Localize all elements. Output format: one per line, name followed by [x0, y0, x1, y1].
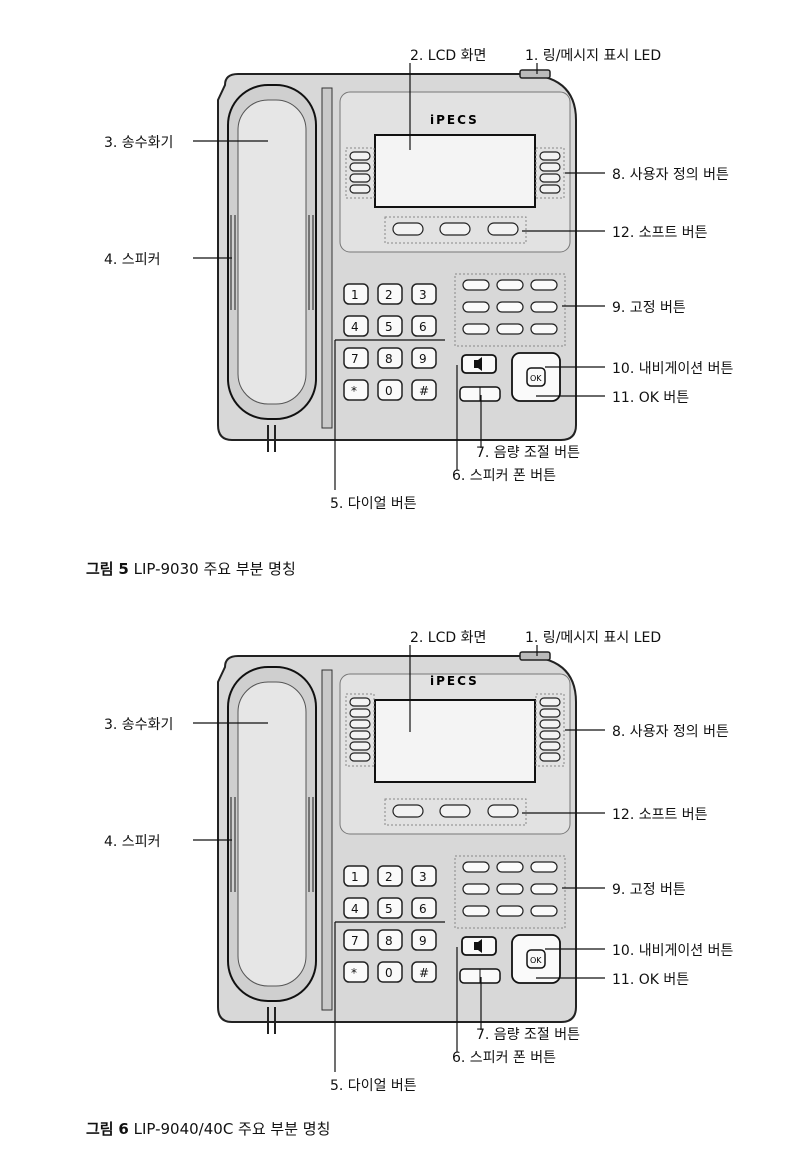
speaker-grille — [230, 797, 314, 892]
speaker-icon — [474, 357, 482, 371]
key-7: 7 — [351, 934, 359, 948]
cradle-divider — [321, 87, 333, 429]
key-9: 9 — [419, 934, 427, 948]
key-7: 7 — [351, 352, 359, 366]
label-lcd: 2. LCD 화면 — [410, 48, 487, 64]
key-4: 4 — [351, 320, 359, 334]
label-soft: 12. 소프트 버튼 — [612, 225, 708, 241]
key-5: 5 — [385, 320, 393, 334]
figure-caption: 그림 5 LIP-9030 주요 부분 명칭 — [86, 558, 296, 579]
label-dial: 5. 다이얼 버튼 — [330, 496, 417, 512]
figure-caption: 그림 6 LIP-9040/40C 주요 부분 명칭 — [86, 1118, 330, 1139]
label-dial: 5. 다이얼 버튼 — [330, 1078, 417, 1094]
cradle-divider — [321, 669, 333, 1011]
label-speaker: 4. 스피커 — [104, 834, 161, 850]
fixed-buttons[interactable] — [462, 861, 558, 917]
label-nav: 10. 내비게이션 버튼 — [612, 943, 734, 959]
ok-key-label: OK — [530, 374, 542, 383]
lcd-screen — [374, 134, 536, 208]
soft-buttons[interactable] — [392, 222, 519, 236]
label-userdef: 8. 사용자 정의 버튼 — [612, 167, 729, 183]
key-2: 2 — [385, 288, 393, 302]
lcd-screen — [374, 699, 536, 783]
key-3: 3 — [419, 870, 427, 884]
brand-logo: iPECS — [430, 674, 479, 688]
label-led: 1. 링/메시지 표시 LED — [525, 630, 662, 646]
key-6: 6 — [419, 902, 427, 916]
key-star: * — [351, 966, 357, 980]
ok-button[interactable] — [526, 949, 546, 969]
figure-lip-9040: 1 2 3 4 5 6 7 8 9 * 0 # — [0, 582, 800, 1138]
key-0: 0 — [385, 966, 393, 980]
caption-number: 5 — [118, 560, 129, 578]
key-3: 3 — [419, 288, 427, 302]
handset-inner — [237, 99, 307, 405]
label-fixed: 9. 고정 버튼 — [612, 882, 686, 898]
speaker-icon — [474, 939, 482, 953]
key-hash: # — [419, 384, 429, 398]
caption-text: LIP-9030 주요 부분 명칭 — [128, 560, 296, 578]
key-8: 8 — [385, 352, 393, 366]
speaker-grille — [230, 215, 314, 310]
key-2: 2 — [385, 870, 393, 884]
label-fixed: 9. 고정 버튼 — [612, 300, 686, 316]
leader-lines — [193, 645, 605, 1072]
label-ok: 11. OK 버튼 — [612, 390, 690, 406]
key-star: * — [351, 384, 357, 398]
label-handset: 3. 송수화기 — [104, 717, 174, 733]
handset-inner — [237, 681, 307, 987]
dial-keypad[interactable] — [343, 865, 437, 983]
label-speakerphone: 6. 스피커 폰 버튼 — [452, 468, 556, 484]
caption-prefix: 그림 — [86, 1120, 114, 1138]
label-ok: 11. OK 버튼 — [612, 972, 690, 988]
phone-diagram-lip-9040: 1 2 3 4 5 6 7 8 9 * 0 # — [193, 645, 605, 1072]
label-volume: 7. 음량 조절 버튼 — [476, 1027, 580, 1043]
label-speakerphone: 6. 스피커 폰 버튼 — [452, 1050, 556, 1066]
label-userdef: 8. 사용자 정의 버튼 — [612, 724, 729, 740]
dial-key-labels: 1 2 3 4 5 6 7 8 9 * 0 # — [351, 288, 429, 398]
key-hash: # — [419, 966, 429, 980]
user-defined-buttons-right[interactable] — [539, 697, 561, 762]
key-8: 8 — [385, 934, 393, 948]
key-1: 1 — [351, 870, 359, 884]
leader-lines — [193, 63, 605, 490]
label-volume: 7. 음량 조절 버튼 — [476, 445, 580, 461]
key-4: 4 — [351, 902, 359, 916]
key-0: 0 — [385, 384, 393, 398]
key-9: 9 — [419, 352, 427, 366]
key-1: 1 — [351, 288, 359, 302]
key-5: 5 — [385, 902, 393, 916]
ok-key-label: OK — [530, 956, 542, 965]
caption-text: LIP-9040/40C 주요 부분 명칭 — [128, 1120, 331, 1138]
brand-logo: iPECS — [430, 113, 479, 127]
ok-button[interactable] — [526, 367, 546, 387]
caption-prefix: 그림 — [86, 560, 114, 578]
label-led: 1. 링/메시지 표시 LED — [525, 48, 662, 64]
label-lcd: 2. LCD 화면 — [410, 630, 487, 646]
led-indicator — [519, 69, 551, 79]
phone-diagram-lip-9030: 1 2 3 4 5 6 7 8 9 * 0 # — [193, 63, 605, 490]
soft-buttons[interactable] — [392, 804, 519, 818]
dial-key-labels: 1 2 3 4 5 6 7 8 9 * 0 # — [351, 870, 429, 980]
figure-lip-9030: 1 2 3 4 5 6 7 8 9 * 0 # — [0, 0, 800, 578]
user-defined-buttons-left[interactable] — [349, 697, 371, 762]
user-defined-buttons-left[interactable] — [349, 151, 371, 194]
fixed-buttons[interactable] — [462, 279, 558, 335]
label-soft: 12. 소프트 버튼 — [612, 807, 708, 823]
dial-keypad[interactable] — [343, 283, 437, 401]
label-nav: 10. 내비게이션 버튼 — [612, 361, 734, 377]
led-indicator — [519, 651, 551, 661]
label-handset: 3. 송수화기 — [104, 135, 174, 151]
user-defined-buttons-right[interactable] — [539, 151, 561, 194]
caption-number: 6 — [118, 1120, 129, 1138]
key-6: 6 — [419, 320, 427, 334]
label-speaker: 4. 스피커 — [104, 252, 161, 268]
